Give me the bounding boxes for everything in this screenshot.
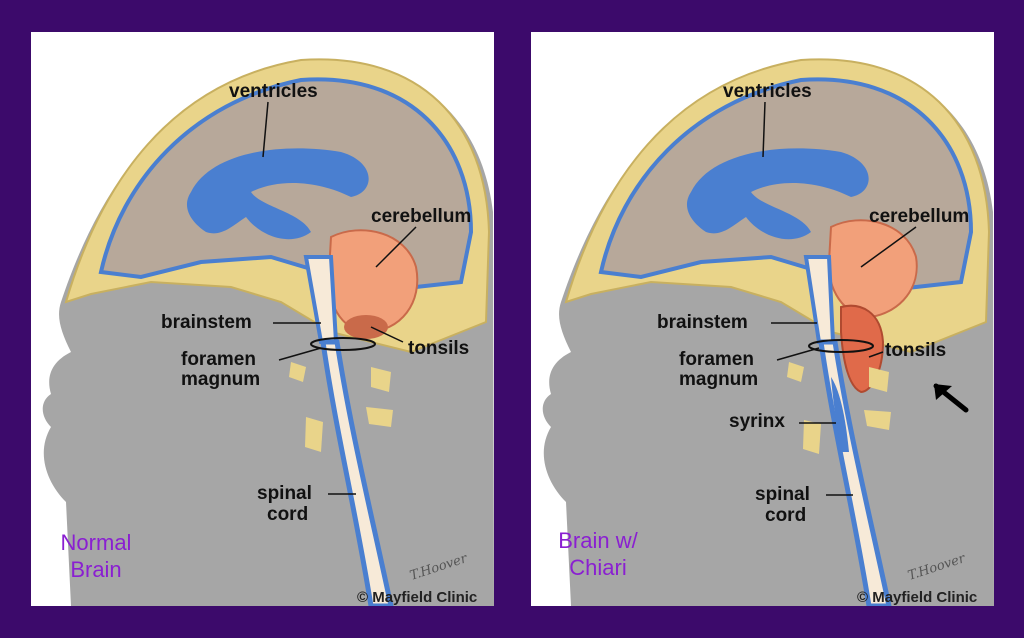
cerebellum: [827, 219, 918, 319]
vertebra: [869, 367, 889, 392]
leader-foramen: [278, 347, 322, 361]
caption-normal-brain: Normal Brain: [41, 529, 151, 583]
label-ventricles: ventricles: [229, 81, 318, 102]
tonsils: [344, 315, 388, 339]
credit-text: © Mayfield Clinic: [357, 589, 478, 606]
label-magnum: magnum: [679, 369, 759, 390]
label-tonsils: tonsils: [408, 338, 470, 359]
label-cord: cord: [267, 504, 309, 525]
label-cerebellum: cerebellum: [371, 206, 472, 227]
spinal-cord: [320, 339, 394, 606]
leader-cerebellum: [375, 226, 417, 268]
vertebra: [803, 420, 821, 454]
caption-line-1: Brain w/: [558, 528, 638, 553]
leader-ventricles: [262, 101, 269, 158]
syrinx: [831, 377, 849, 452]
label-brainstem: brainstem: [161, 312, 252, 333]
chiari-brain-panel: ventricles cerebellum brainstem tonsils …: [531, 32, 994, 606]
vertebra: [864, 410, 891, 430]
label-foramen: foramen: [181, 349, 256, 370]
vertebra: [289, 362, 306, 382]
label-cerebellum: cerebellum: [869, 206, 970, 227]
label-syrinx: syrinx: [729, 411, 785, 432]
brain: [98, 77, 474, 295]
vertebra: [305, 417, 323, 452]
leader-cerebellum: [860, 226, 917, 268]
caption-line-1: Normal: [60, 530, 132, 555]
leader-tonsils: [370, 326, 404, 343]
label-cord: cord: [765, 505, 807, 526]
vertebra: [366, 407, 393, 427]
caption-line-2: Chiari: [569, 555, 627, 580]
ventricles: [186, 148, 369, 240]
label-tonsils: tonsils: [885, 340, 947, 361]
foramen-magnum-ring: [808, 339, 874, 353]
caption-chiari-brain: Brain w/ Chiari: [543, 527, 653, 581]
leader-tonsils: [868, 351, 884, 358]
arrow-up-left-icon: [933, 383, 969, 413]
chiari-brain-illustration: [542, 58, 994, 606]
label-brainstem: brainstem: [657, 312, 748, 333]
foramen-magnum-ring: [310, 337, 376, 351]
ventricles: [686, 148, 869, 240]
label-foramen: foramen: [679, 349, 754, 370]
label-ventricles: ventricles: [723, 81, 812, 102]
label-spinal: spinal: [755, 484, 810, 505]
vertebra: [371, 367, 391, 392]
label-spinal: spinal: [257, 483, 312, 504]
label-magnum: magnum: [181, 369, 261, 390]
normal-brain-panel: ventricles cerebellum brainstem tonsils …: [31, 32, 494, 606]
leader-foramen: [776, 347, 820, 361]
leader-ventricles: [762, 101, 766, 158]
normal-brain-illustration: [42, 58, 494, 606]
caption-line-2: Brain: [70, 557, 122, 582]
vertebra: [787, 362, 804, 382]
credit-text: © Mayfield Clinic: [857, 589, 978, 606]
